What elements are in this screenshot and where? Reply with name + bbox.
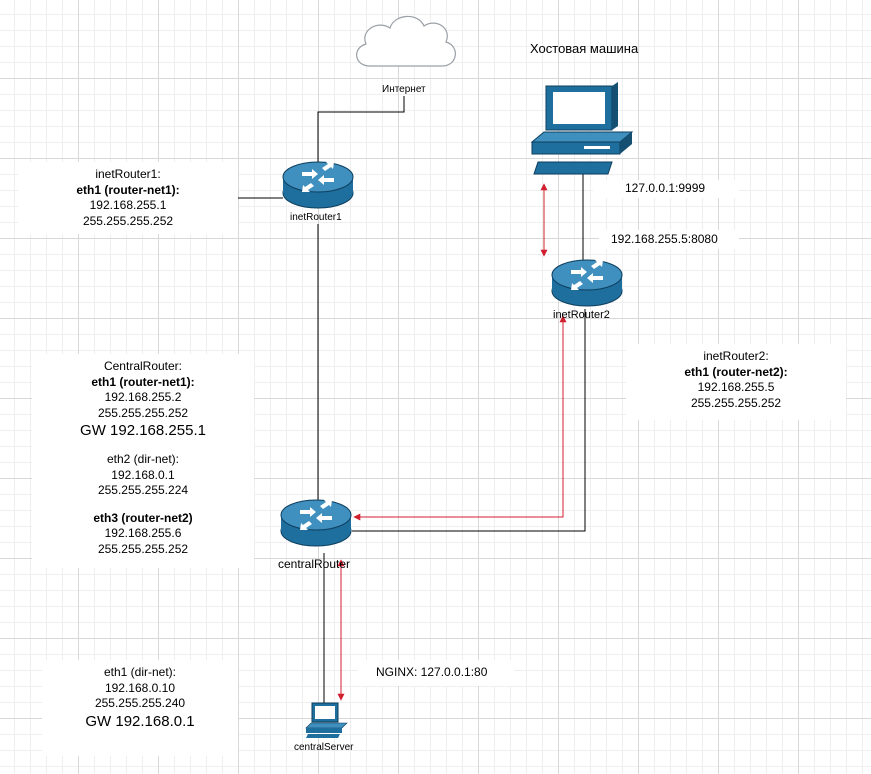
inetrouter2-info-box: inetRouter2: eth1 (router-net2): 192.168… [626,344,846,420]
nginx-address: NGINX: 127.0.0.1:80 [358,660,514,686]
centralserver-computer-icon [304,702,348,738]
inetrouter2-label: inetRouter2 [553,309,610,321]
inetrouter1-info-iface: eth1 (router-net1): [76,182,180,197]
centralserver-info-box: eth1 (dir-net): 192.168.0.10 255.255.255… [42,660,238,756]
inetrouter1-info-mask: 255.255.255.252 [82,213,174,228]
inetrouter2-info-name: inetRouter2: [703,349,769,363]
centralserver-info-gateway: GW 192.168.0.1 [85,712,195,730]
link-inetrouter2-centralrouter [352,309,586,532]
inetrouter2-forward-address: 192.168.255.5:8080 [599,230,739,249]
centralrouter-eth2-iface: eth2 (dir-net): [106,452,180,466]
inetrouter1-router-icon [282,160,354,210]
host-machine-title: Хостовая машина [530,41,639,56]
centralrouter-eth2-ip: 192.168.0.1 [111,467,175,482]
spacer [32,440,254,452]
host-computer-icon [528,82,634,176]
centralrouter-label: centralRouter [278,557,351,571]
centralrouter-eth1-iface: eth1 (router-net1): [91,374,195,389]
host-local-address: 127.0.0.1:9999 [593,180,739,198]
flow-arrow-router2-centralrouter [353,315,567,521]
internet-cloud-icon [348,8,462,78]
link-cloud-to-inetrouter1 [317,96,405,173]
spacer [32,499,254,511]
inetrouter1-info-ip: 192.168.255.1 [89,198,167,212]
centralserver-info-ip: 192.168.0.10 [104,680,176,695]
inetrouter1-label: inetRouter1 [290,212,342,223]
centralrouter-eth3-iface: eth3 (router-net2) [93,510,193,525]
centralrouter-info-name: CentralRouter: [103,359,183,373]
inetrouter2-info-iface: eth1 (router-net2): [684,364,788,379]
inetrouter2-info-ip: 192.168.255.5 [697,380,775,394]
inetrouter1-info-name: inetRouter1: [95,167,161,181]
inetrouter2-info-mask: 255.255.255.252 [690,395,782,410]
centralrouter-router-icon [280,498,352,548]
internet-label: Интернет [382,84,426,95]
inetrouter2-router-icon [551,258,623,308]
centralrouter-eth3-ip: 192.168.255.6 [104,526,182,540]
centralrouter-eth1-gateway: GW 192.168.255.1 [80,422,206,439]
centralserver-info-mask: 255.255.255.240 [94,696,186,710]
centralserver-info-iface: eth1 (dir-net): [103,665,177,679]
inetrouter1-info-box: inetRouter1: eth1 (router-net1): 192.168… [18,162,238,234]
centralrouter-info-box: CentralRouter: eth1 (router-net1): 192.1… [32,354,254,568]
centralrouter-eth1-mask: 255.255.255.252 [97,405,189,420]
centralrouter-eth2-mask: 255.255.255.224 [97,483,189,497]
centralrouter-eth3-mask: 255.255.255.252 [97,541,189,556]
centralrouter-eth1-ip: 192.168.255.2 [104,390,182,404]
centralserver-label: centralServer [294,742,354,753]
